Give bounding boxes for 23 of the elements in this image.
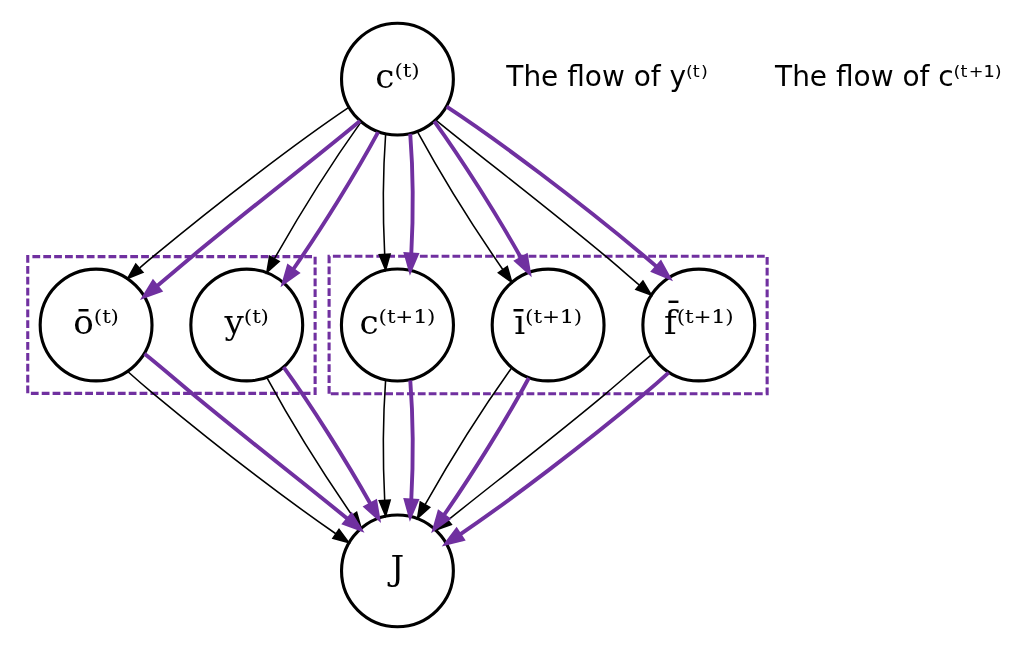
arrow bbox=[125, 106, 350, 281]
arrow bbox=[402, 133, 420, 276]
arrow bbox=[377, 379, 391, 519]
node-circle: f̄⁽ᵗ⁺¹⁾ bbox=[640, 267, 756, 383]
node-circle: c⁽ᵗ⁾ bbox=[339, 21, 455, 137]
arrow bbox=[441, 371, 670, 547]
arrow bbox=[377, 133, 391, 273]
node-circle: c⁽ᵗ⁺¹⁾ bbox=[339, 267, 455, 383]
label: The flow of y⁽ᵗ⁾ bbox=[505, 59, 708, 93]
arrow bbox=[416, 130, 513, 285]
arrow bbox=[434, 119, 653, 297]
arrow bbox=[280, 131, 380, 288]
arrow bbox=[139, 119, 361, 300]
label: The flow of c⁽ᵗ⁺¹⁾ bbox=[774, 59, 1002, 93]
arrow bbox=[445, 105, 673, 282]
arrow bbox=[281, 366, 381, 524]
node-circle: y⁽ᵗ⁾ bbox=[188, 267, 304, 383]
arrow bbox=[126, 370, 351, 544]
arrow bbox=[402, 380, 420, 522]
arrow bbox=[432, 120, 532, 278]
node-circle: ō⁽ᵗ⁾ bbox=[38, 267, 154, 383]
arrow bbox=[265, 121, 362, 275]
arrow bbox=[415, 366, 513, 521]
